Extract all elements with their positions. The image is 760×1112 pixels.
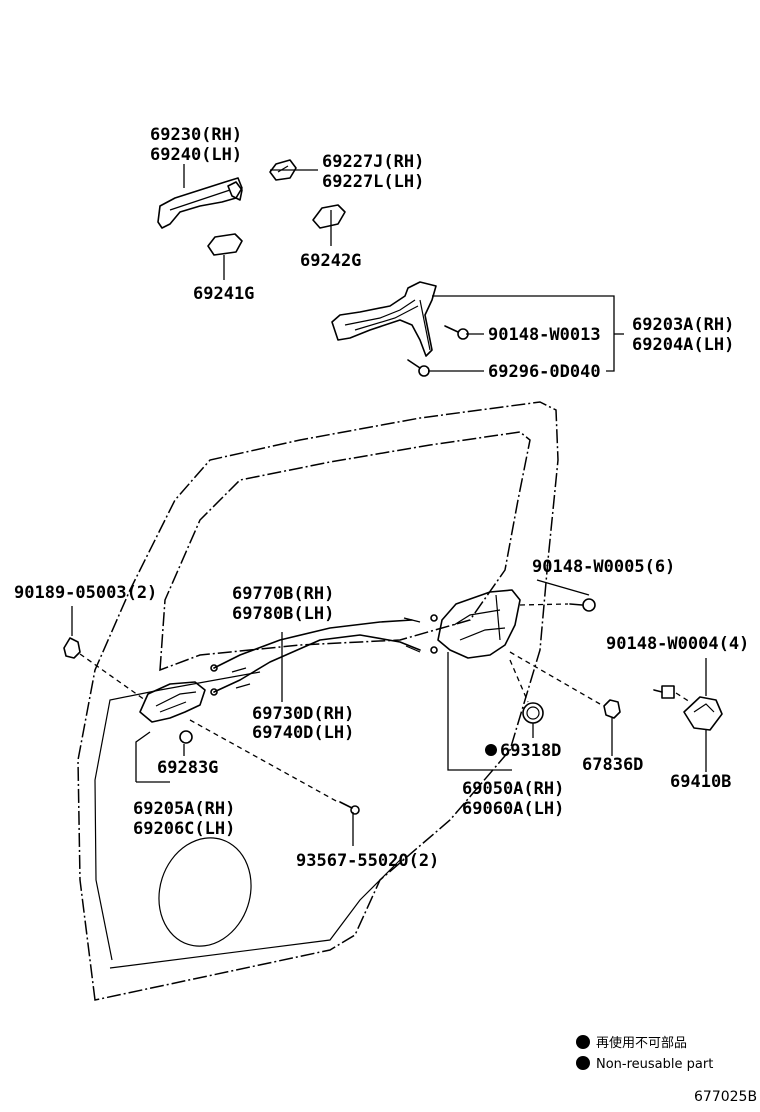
cover-69318d (522, 702, 544, 724)
handle-cap (269, 159, 297, 181)
grommet-67836d (603, 699, 621, 719)
label-69283g: 69283G (157, 758, 218, 778)
door-panel-outline (77, 401, 559, 1001)
label-69410b: 69410B (670, 772, 731, 792)
legend-text-en: Non-reusable part (596, 1057, 713, 1072)
label-69318d: 69318D (500, 741, 561, 761)
part-labels: 69230(RH) 69240(LH) 69227J(RH) 69227L(LH… (14, 125, 749, 871)
bolt-90148-w0004 (653, 685, 675, 699)
label-90148-w0005: 90148-W0005(6) (532, 557, 675, 577)
clip-90189 (63, 637, 81, 659)
label-69050a-rh: 69050A(RH) (462, 779, 564, 799)
label-69242g: 69242G (300, 251, 361, 271)
label-69241g: 69241G (193, 284, 254, 304)
legend: 再使用不可部品 Non-reusable part (576, 1035, 713, 1072)
outside-handle (157, 177, 243, 229)
inside-handle (139, 681, 206, 723)
label-69740d-lh: 69740D(LH) (252, 723, 354, 743)
door-lock-assembly (437, 589, 521, 659)
screw-93567 (339, 801, 360, 815)
label-69206c-lh: 69206C(LH) (133, 819, 235, 839)
label-93567-55020: 93567-55020(2) (296, 851, 439, 871)
label-69227j-rh: 69227J(RH) (322, 152, 424, 172)
label-67836d: 67836D (582, 755, 643, 775)
striker-69410b (683, 696, 723, 731)
door-lock-cables (210, 614, 438, 696)
label-69204a-lh: 69204A(LH) (632, 335, 734, 355)
handle-pad-rear (207, 233, 243, 256)
label-69296-0d040: 69296-0D040 (488, 362, 601, 382)
diagram-code: 677025B (694, 1089, 757, 1105)
label-69780b-lh: 69780B(LH) (232, 604, 334, 624)
label-69240-lh: 69240(LH) (150, 145, 242, 165)
label-90148-w0004: 90148-W0004(4) (606, 634, 749, 654)
legend-text-jp: 再使用不可部品 (596, 1035, 687, 1051)
bolt-90148-w0013 (444, 325, 469, 340)
dashed-assembly-lines (79, 603, 691, 803)
screw-69296 (407, 359, 430, 377)
label-69205a-rh: 69205A(RH) (133, 799, 235, 819)
leader-lines (71, 164, 707, 846)
non-reusable-marker (485, 744, 497, 756)
legend-bullet-en (576, 1056, 590, 1070)
handle-pad-front (312, 204, 346, 229)
label-69770b-rh: 69770B(RH) (232, 584, 334, 604)
cap-69283g (179, 730, 193, 744)
label-69203a-rh: 69203A(RH) (632, 315, 734, 335)
label-69227l-lh: 69227L(LH) (322, 172, 424, 192)
label-90189-05003: 90189-05003(2) (14, 583, 157, 603)
label-90148-w0013: 90148-W0013 (488, 325, 601, 345)
label-69060a-lh: 69060A(LH) (462, 799, 564, 819)
label-69230-rh: 69230(RH) (150, 125, 242, 145)
label-69730d-rh: 69730D(RH) (252, 704, 354, 724)
legend-bullet-jp (576, 1035, 590, 1049)
handle-frame (331, 281, 437, 357)
bolt-90148-w0005 (569, 598, 596, 612)
